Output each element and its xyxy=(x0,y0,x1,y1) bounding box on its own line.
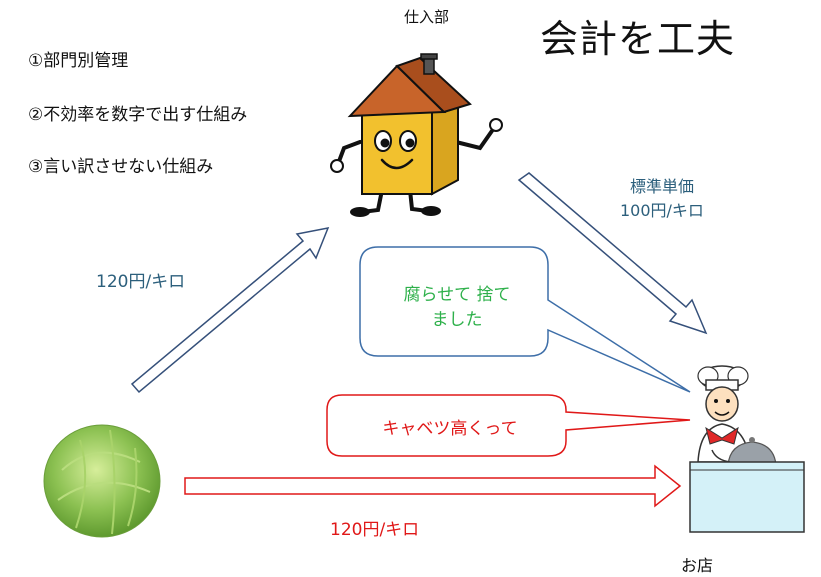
arrow-farm-to-purchasing xyxy=(130,227,330,394)
list-item-no-excuses: ③言い訳させない仕組み xyxy=(28,157,214,177)
shop-bubble-text: キャベツ高くって xyxy=(382,419,518,439)
page-title: 会計を工夫 xyxy=(540,17,736,61)
purchasing-bubble-line1: 腐らせて 捨て xyxy=(403,285,511,305)
standard-price-label: 標準単価 100円/キロ xyxy=(620,175,704,223)
purchasing-bubble-text: 腐らせて 捨て ました xyxy=(372,283,542,333)
arrow-purchasing-to-shop xyxy=(517,172,708,335)
shop-speech-bubble xyxy=(326,394,691,457)
farm-to-purchasing-price-label: 120円/キロ xyxy=(96,272,186,292)
standard-price-title: 標準単価 xyxy=(629,177,694,196)
list-item-inefficiency-numbers: ②不効率を数字で出す仕組み xyxy=(28,105,248,125)
cabbage-icon xyxy=(43,424,161,538)
farm-to-shop-price-label: 120円/キロ xyxy=(330,520,420,540)
purchasing-bubble-line2: ました xyxy=(431,310,483,330)
purchasing-department-label: 仕入部 xyxy=(404,8,450,26)
shop-label: お店 xyxy=(681,556,714,575)
standard-price-value: 100円/キロ xyxy=(620,201,704,220)
purchasing-speech-bubble xyxy=(359,246,691,393)
house-character-icon xyxy=(330,53,503,217)
chef-icon xyxy=(689,365,805,533)
arrow-farm-to-shop xyxy=(184,464,682,508)
list-item-department-management: ①部門別管理 xyxy=(28,51,129,71)
